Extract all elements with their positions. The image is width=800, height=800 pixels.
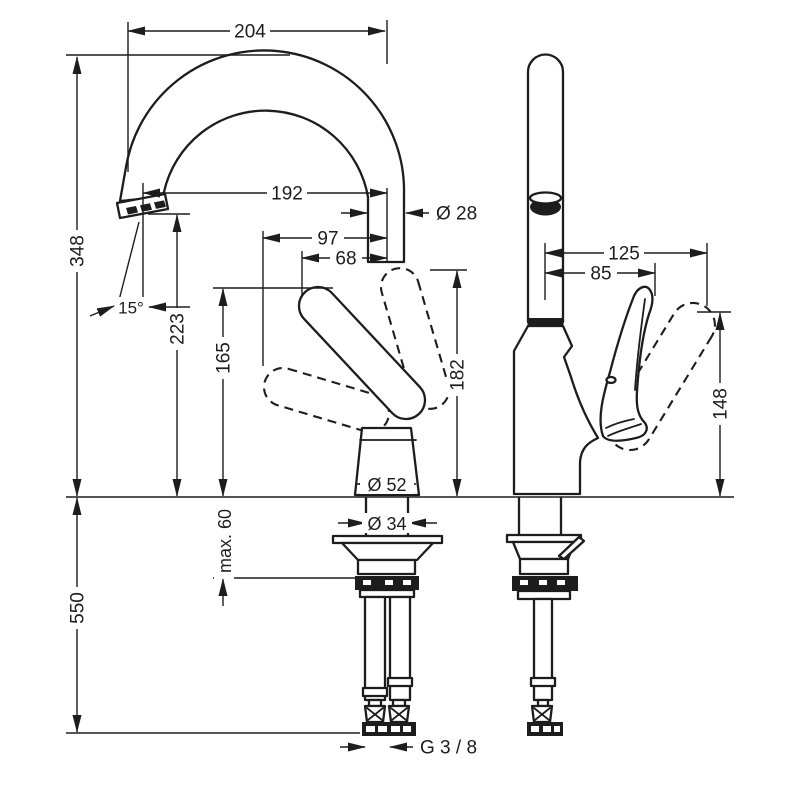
dim-handle-top-height-label: 182: [448, 359, 469, 391]
spout-joint-ring: [527, 318, 564, 326]
dim-handle-rest-height: 165: [213, 337, 235, 379]
side-view: [505, 53, 716, 736]
mounting-clip: [557, 535, 586, 561]
dim-handle-depth: 85: [585, 263, 617, 285]
dim-total-height-label: 348: [68, 235, 89, 267]
mounting-hardware-side: [505, 496, 586, 736]
supply-hose-side: [527, 597, 563, 736]
dim-shank-diameter: Ø 34: [362, 513, 412, 534]
dim-handle-open-offset: 97: [312, 228, 344, 250]
handle-raised-position-dashed: [379, 267, 451, 410]
dim-outlet-angle-label: 15°: [118, 299, 144, 318]
dim-handle-height-label: 148: [711, 388, 732, 420]
supply-hoses: [361, 595, 416, 736]
dim-deck-max-thickness: max. 60: [214, 503, 235, 579]
dim-spout-diameter-label: Ø 28: [436, 204, 477, 225]
dim-handle-open-depth: 125: [604, 243, 644, 265]
handle-open-position-dashed-side: [607, 301, 716, 452]
dim-body-diameter: Ø 52: [360, 474, 414, 495]
handle-lever-side: [599, 285, 654, 442]
dim-connection-thread-label: G 3 / 8: [420, 738, 477, 759]
dim-outlet-height: 223: [167, 308, 189, 350]
dim-handle-open-offset-label: 97: [317, 229, 338, 250]
dim-below-deck-length-label: 550: [68, 592, 89, 624]
dim-spout-reach: 192: [267, 183, 307, 205]
dim-total-height: 348: [67, 230, 89, 272]
front-view: [115, 49, 451, 736]
body-side: [512, 324, 600, 496]
dim-outlet-height-label: 223: [168, 313, 189, 345]
dim-shank-diameter-label: Ø 34: [367, 514, 406, 534]
dimension-labels: 204 192 Ø 28 97 68 348 223 165: [67, 21, 732, 759]
handle-screw-hole: [605, 375, 617, 385]
dim-deck-max-thickness-label: max. 60: [215, 509, 235, 573]
dim-spout-diameter: Ø 28: [436, 204, 477, 225]
hose-connector: [362, 722, 416, 736]
dim-outlet-angle: 15°: [115, 297, 147, 318]
dim-handle-top-height: 182: [447, 354, 469, 396]
handle-lever: [297, 285, 427, 421]
spout-outline: [118, 49, 406, 264]
dim-handle-height: 148: [710, 383, 732, 425]
dim-handle-offset: 68: [330, 248, 362, 270]
handle-lowered-position-dashed: [262, 366, 391, 434]
dim-spout-width: 204: [230, 21, 270, 43]
dim-handle-depth-label: 85: [590, 264, 611, 285]
dim-handle-open-depth-label: 125: [608, 244, 640, 265]
dim-handle-offset-label: 68: [335, 249, 356, 270]
dim-spout-width-label: 204: [234, 22, 266, 43]
dim-handle-rest-height-label: 165: [214, 342, 235, 374]
dim-body-diameter-label: Ø 52: [367, 475, 406, 495]
dim-spout-reach-label: 192: [271, 184, 303, 205]
dim-below-deck-length: 550: [67, 587, 89, 629]
outlet-rim: [528, 191, 563, 205]
dim-connection-thread: G 3 / 8: [420, 738, 477, 759]
